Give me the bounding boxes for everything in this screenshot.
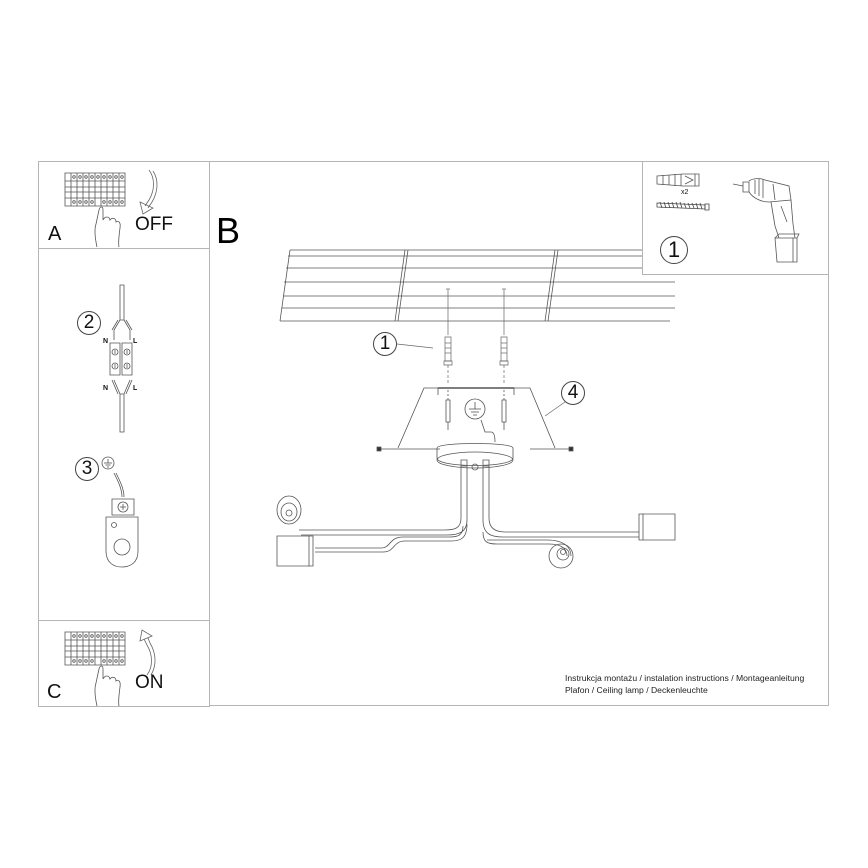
tools-panel: x2 1 bbox=[642, 161, 829, 275]
panel-a-letter: A bbox=[48, 223, 62, 245]
ceiling-planks bbox=[280, 248, 680, 328]
panel-c-letter: C bbox=[47, 681, 62, 703]
step-3-badge: 3 bbox=[75, 457, 99, 481]
callout-4-leader bbox=[545, 402, 570, 422]
caption-line-2: Plafon / Ceiling lamp / Deckenleuchte bbox=[565, 685, 708, 695]
drill-icon bbox=[731, 176, 811, 268]
live-label-bottom: L bbox=[133, 385, 138, 392]
panel-c-power-on: C ON bbox=[38, 620, 210, 707]
step-2-badge: 2 bbox=[77, 311, 101, 335]
arrow-down-curved-icon bbox=[135, 168, 161, 218]
caption-line-1: Instrukcja montażu / instalation instruc… bbox=[565, 673, 805, 683]
callout-4-bracket: 4 bbox=[561, 381, 585, 405]
screw-icon bbox=[657, 200, 711, 210]
callout-1-plugs: 1 bbox=[373, 332, 397, 356]
plug-quantity-label: x2 bbox=[681, 189, 689, 196]
circuit-breaker-panel-icon bbox=[63, 631, 127, 667]
power-off-label: OFF bbox=[135, 214, 173, 235]
panel-a-power-off: A OFF bbox=[38, 161, 210, 249]
ground-terminal-icon bbox=[100, 455, 145, 570]
panel-b-letter: B bbox=[216, 210, 241, 251]
circuit-breaker-panel-icon bbox=[63, 172, 127, 208]
instruction-sheet-frame bbox=[38, 161, 829, 706]
tools-step-1-badge: 1 bbox=[660, 236, 688, 264]
neutral-label-top: N bbox=[103, 338, 109, 345]
live-label-top: L bbox=[133, 338, 138, 345]
left-column-divider bbox=[209, 248, 210, 620]
wall-plug-anchor-icon bbox=[436, 285, 516, 385]
terminal-block-icon bbox=[100, 284, 150, 434]
wall-plug-icon bbox=[655, 170, 705, 190]
hand-icon bbox=[91, 657, 125, 707]
callout-1-leader bbox=[397, 342, 437, 352]
neutral-label-bottom: N bbox=[103, 385, 109, 392]
mounting-bracket-icon bbox=[380, 380, 590, 460]
lamp-arms-icon bbox=[265, 438, 685, 578]
arrow-up-curved-icon bbox=[135, 627, 161, 677]
ground-symbol-icon bbox=[461, 398, 501, 448]
hand-icon bbox=[91, 198, 125, 248]
canopy-icon bbox=[437, 444, 513, 466]
power-on-label: ON bbox=[135, 672, 164, 693]
